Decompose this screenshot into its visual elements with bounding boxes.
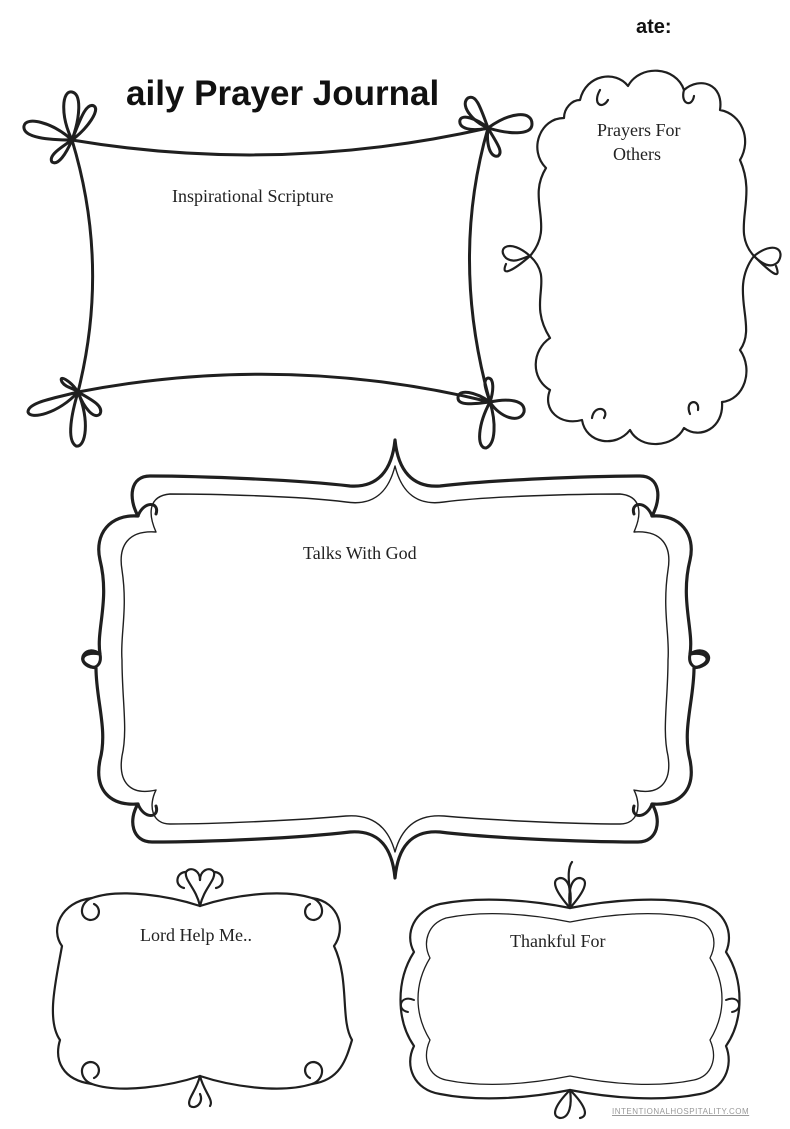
talks-label: Talks With God	[303, 543, 417, 563]
page-title: aily Prayer Journal	[126, 74, 440, 113]
scripture-label: Inspirational Scripture	[172, 186, 334, 206]
thankful-label: Thankful For	[510, 931, 606, 951]
prayers-label-line1: Prayers For	[597, 120, 681, 140]
help-frame	[51, 868, 354, 1109]
thankful-frame	[399, 860, 741, 1120]
talks-frame	[81, 438, 711, 880]
prayers-frame	[501, 69, 782, 446]
scripture-frame	[22, 90, 534, 450]
help-label: Lord Help Me..	[140, 925, 252, 945]
footer-credit-link[interactable]: INTENTIONALHOSPITALITY.COM	[612, 1107, 750, 1116]
prayers-label-line2: Others	[613, 144, 661, 164]
date-label: ate:	[636, 16, 672, 38]
